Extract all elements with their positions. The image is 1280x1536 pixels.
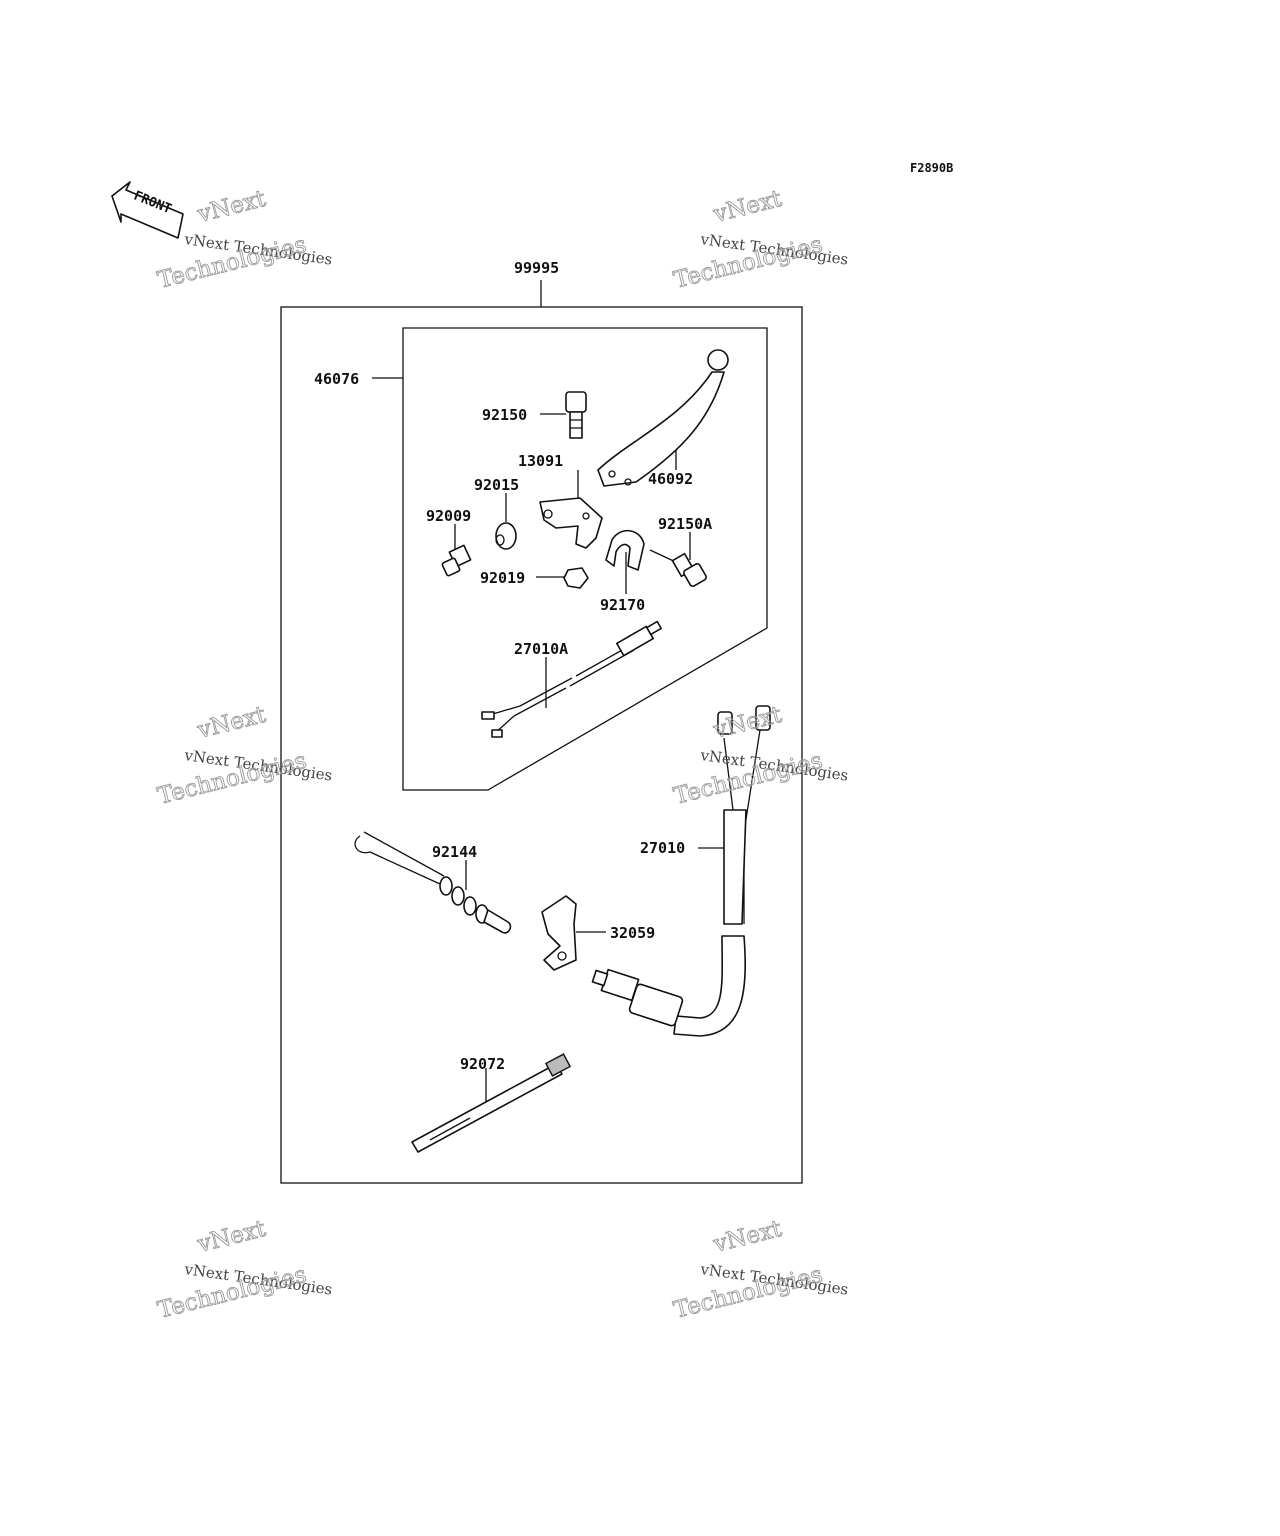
kit-box: [280, 306, 803, 1184]
svg-text:vNext: vNext: [194, 1216, 269, 1258]
label-92144: 92144: [432, 843, 477, 861]
label-92170: 92170: [600, 596, 645, 614]
svg-text:vNext: vNext: [710, 186, 785, 228]
svg-text:vNext: vNext: [194, 702, 269, 744]
bracket-part: [541, 895, 577, 971]
bolt-92150A-part: [649, 549, 707, 587]
label-92150: 92150: [482, 406, 527, 424]
svg-text:vNext: vNext: [194, 186, 269, 228]
svg-text:vNext: vNext: [710, 1216, 785, 1258]
watermark: vNext vNext Technologies Technologies vN…: [155, 185, 850, 1324]
front-arrow-icon: FRONT: [111, 181, 184, 239]
label-92009: 92009: [426, 507, 471, 525]
label-92019: 92019: [480, 569, 525, 587]
svg-text:vNext: vNext: [710, 702, 785, 744]
label-46076: 46076: [314, 370, 359, 388]
clutch-lever-part: [597, 349, 729, 487]
sub-assembly-box: [402, 327, 768, 791]
clamp-part: [605, 529, 645, 571]
adjuster-part: [495, 522, 517, 550]
label-32059: 32059: [610, 924, 655, 942]
label-13091: 13091: [518, 452, 563, 470]
spring-rod-part: [354, 831, 512, 934]
label-99995: 99995: [514, 259, 559, 277]
switch-27010-part: [591, 705, 771, 1037]
switch-cable-27010A-part: [481, 620, 662, 738]
screw-92009-part: [441, 544, 472, 577]
bolt-92150-part: [565, 391, 587, 439]
label-27010A: 27010A: [514, 640, 568, 658]
label-27010: 27010: [640, 839, 685, 857]
lever-holder-part: [539, 497, 603, 549]
nut-part: [563, 567, 589, 589]
label-92150A: 92150A: [658, 515, 712, 533]
leader-lines: [372, 280, 730, 1102]
cable-tie-part: [411, 1053, 572, 1153]
label-92072: 92072: [460, 1055, 505, 1073]
label-46092: 46092: [648, 470, 693, 488]
diagram-code: F2890B: [910, 161, 953, 175]
label-92015: 92015: [474, 476, 519, 494]
